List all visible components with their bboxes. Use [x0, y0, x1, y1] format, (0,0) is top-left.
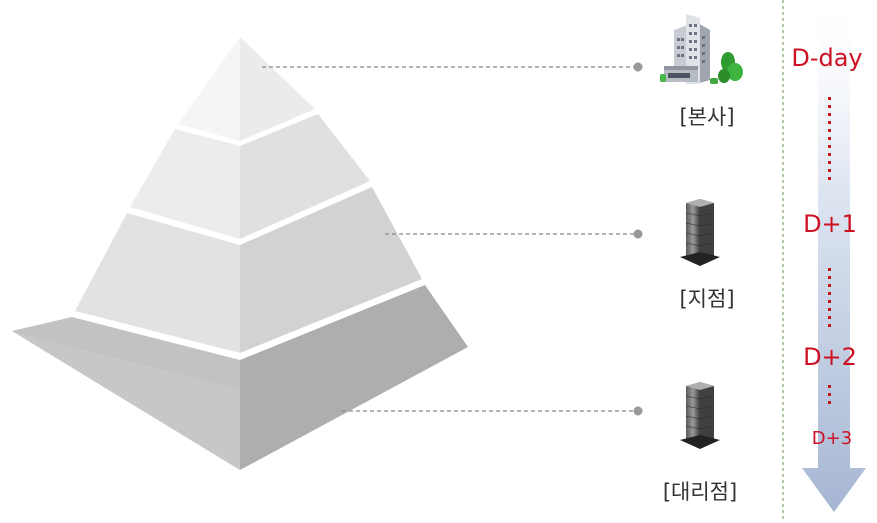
level-label-agency: [대리점] — [662, 480, 738, 504]
timeline-dots — [828, 97, 831, 404]
level-label-branch: [지점] — [679, 287, 735, 311]
timeline-arrow — [802, 10, 866, 512]
pyramid — [12, 37, 468, 470]
level-label-head-office: [본사] — [679, 105, 735, 129]
connector-dots — [633, 62, 643, 416]
pyramid-tier-1 — [178, 37, 315, 141]
connector-dot-1 — [633, 62, 643, 72]
connector-dot-3 — [633, 406, 643, 416]
timeline-mark-dday: D-day — [791, 44, 863, 72]
pyramid-tier-4 — [12, 285, 468, 470]
dark-office-tower-icon — [680, 199, 720, 266]
pyramid-tier-3 — [75, 187, 422, 353]
office-building-with-trees-icon — [660, 14, 743, 84]
connector-dot-2 — [633, 229, 643, 239]
pyramid-tier-2 — [130, 114, 370, 239]
dark-office-tower-icon — [680, 382, 720, 449]
timeline-mark-d3: D+3 — [811, 428, 853, 449]
timeline-mark-d2: D+2 — [803, 343, 857, 371]
connectors — [262, 66, 637, 412]
timeline-mark-d1: D+1 — [803, 210, 857, 238]
